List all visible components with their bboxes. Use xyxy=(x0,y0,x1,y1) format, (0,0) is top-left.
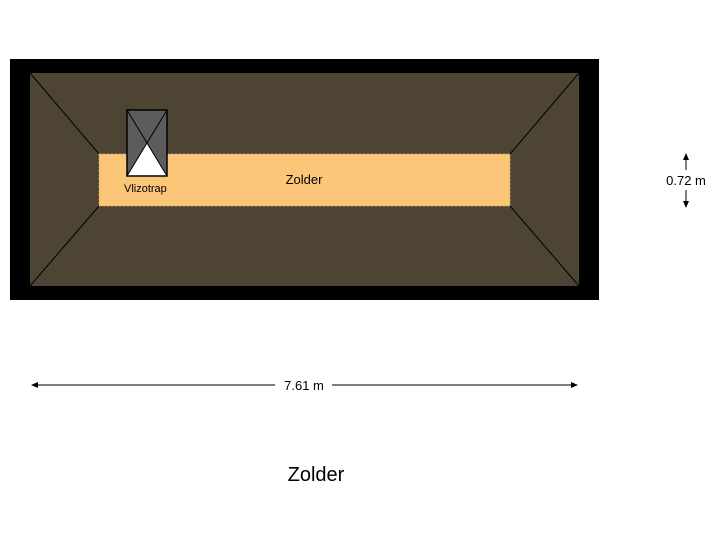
attic-ladder-symbol xyxy=(126,109,168,177)
depth-dimension-line xyxy=(683,153,689,208)
depth-dimension-label: 0.72 m xyxy=(666,173,706,188)
room-label: Zolder xyxy=(286,172,324,187)
width-dimension-label: 7.61 m xyxy=(284,378,324,393)
roof-hip-lines xyxy=(29,72,580,287)
width-dimension-line xyxy=(31,382,578,388)
stair-label: Vlizotrap xyxy=(124,183,167,195)
floor-title: Zolder xyxy=(288,464,345,486)
